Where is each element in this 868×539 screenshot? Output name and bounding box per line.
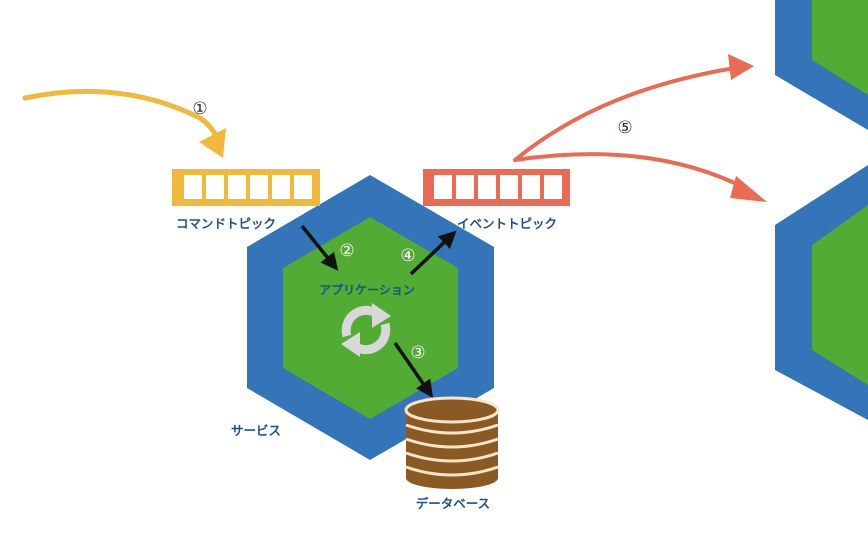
application-label: アプリケーション [319, 282, 415, 297]
event-topic-queue [423, 169, 570, 206]
event-arrow-top [513, 54, 754, 162]
service-label: サービス [231, 423, 281, 438]
refresh-icon [341, 303, 391, 357]
step-3-label: ③ [410, 343, 425, 363]
arrow-command-to-app [300, 224, 339, 271]
step-1-label: ① [192, 99, 207, 119]
arrow-app-to-database [393, 342, 433, 398]
arrow-app-to-event [409, 230, 457, 276]
step-5-label: ⑤ [617, 118, 632, 138]
event-topic-label: イベントトピック [457, 216, 557, 231]
step-2-label: ② [339, 241, 354, 261]
database-icon [404, 396, 500, 489]
event-arrow-bottom [513, 152, 767, 202]
command-topic-label: コマンドトピック [176, 216, 276, 231]
command-topic-queue [172, 169, 320, 206]
database-label: データベース [416, 496, 490, 511]
step-4-label: ④ [400, 246, 415, 266]
other-service-bottom [775, 165, 868, 420]
command-arrow [22, 88, 226, 158]
other-service-top [775, 0, 868, 130]
